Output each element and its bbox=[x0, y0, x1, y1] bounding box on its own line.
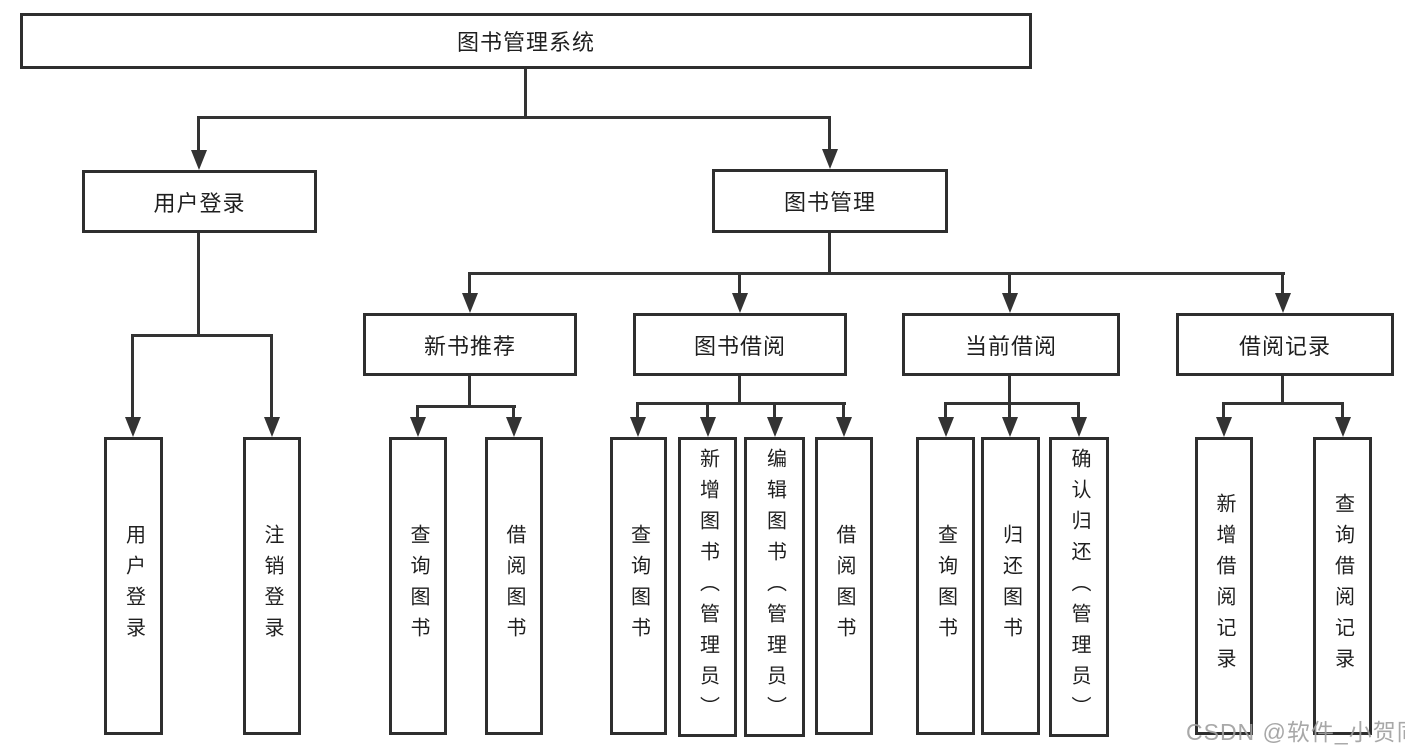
arrowhead-down-icon bbox=[264, 417, 280, 437]
connector-drop-current-borrow bbox=[1008, 272, 1011, 296]
arrowhead-down-icon bbox=[822, 149, 838, 169]
connector-drop-book-management bbox=[828, 116, 831, 151]
leaf-query-books-borrow-label: 查询图书 bbox=[627, 524, 650, 648]
connector-new-book-rail bbox=[416, 405, 516, 408]
leaf-query-books-current: 查询图书 bbox=[916, 437, 975, 735]
leaf-query-borrow-record: 查询借阅记录 bbox=[1313, 437, 1372, 735]
leaf-user-login-label: 用户登录 bbox=[122, 524, 145, 648]
connector-drop-leaf bbox=[1341, 402, 1344, 419]
node-user-login-label: 用户登录 bbox=[153, 190, 246, 216]
node-current-borrow-label: 当前借阅 bbox=[964, 333, 1057, 359]
arrowhead-down-icon bbox=[125, 417, 141, 437]
leaf-add-borrow-record-label: 新增借阅记录 bbox=[1213, 493, 1235, 679]
connector-user-login-stem bbox=[197, 233, 200, 337]
arrowhead-down-icon bbox=[1002, 293, 1018, 313]
arrowhead-down-icon bbox=[1275, 293, 1291, 313]
connector-level2-rail bbox=[468, 272, 1285, 275]
connector-drop-leaf bbox=[1077, 402, 1080, 419]
connector-user-login-rail bbox=[131, 334, 273, 337]
leaf-return-books: 归还图书 bbox=[981, 437, 1040, 735]
connector-borrow-record-rail bbox=[1222, 402, 1344, 405]
leaf-edit-books-admin: 编辑图书（管理员） bbox=[744, 437, 805, 737]
connector-drop-leaf bbox=[512, 405, 515, 419]
leaf-edit-books-admin-label: 编辑图书（管理员） bbox=[763, 447, 786, 727]
arrowhead-down-icon bbox=[767, 417, 783, 437]
connector-level1-rail bbox=[197, 116, 831, 119]
leaf-query-books-recommend-label: 查询图书 bbox=[407, 524, 429, 648]
leaf-confirm-return-admin: 确认归还（管理员） bbox=[1049, 437, 1109, 737]
leaf-query-books-current-label: 查询图书 bbox=[934, 524, 957, 648]
leaf-borrow-books-label: 借阅图书 bbox=[833, 524, 855, 648]
connector-new-book-stem bbox=[468, 376, 471, 408]
leaf-borrow-books-recommend-label: 借阅图书 bbox=[503, 524, 525, 648]
leaf-add-books-admin: 新增图书（管理员） bbox=[678, 437, 737, 737]
node-book-management: 图书管理 bbox=[712, 169, 948, 233]
arrowhead-down-icon bbox=[191, 150, 207, 170]
connector-book-management-stem bbox=[828, 233, 831, 275]
connector-drop-book-borrow bbox=[738, 272, 741, 296]
connector-drop-logout bbox=[270, 334, 273, 419]
node-borrow-record: 借阅记录 bbox=[1176, 313, 1394, 376]
leaf-logout: 注销登录 bbox=[243, 437, 301, 735]
node-new-book-recommend-label: 新书推荐 bbox=[423, 333, 516, 359]
connector-drop-leaf bbox=[706, 402, 709, 419]
connector-drop-leaf bbox=[1222, 402, 1225, 419]
connector-root-trunk bbox=[524, 69, 527, 118]
connector-drop-leaf bbox=[636, 402, 639, 419]
connector-drop-borrow-record bbox=[1281, 272, 1284, 296]
node-borrow-record-label: 借阅记录 bbox=[1238, 333, 1331, 359]
connector-drop-leaf bbox=[416, 405, 419, 419]
node-book-management-label: 图书管理 bbox=[783, 190, 876, 215]
node-book-borrow: 图书借阅 bbox=[633, 313, 847, 376]
leaf-borrow-books-recommend: 借阅图书 bbox=[485, 437, 543, 735]
arrowhead-down-icon bbox=[1002, 417, 1018, 437]
arrowhead-down-icon bbox=[836, 417, 852, 437]
leaf-borrow-books: 借阅图书 bbox=[815, 437, 873, 735]
connector-book-borrow-rail bbox=[636, 402, 846, 405]
connector-drop-leaf bbox=[842, 402, 845, 419]
leaf-add-books-admin-label: 新增图书（管理员） bbox=[696, 447, 719, 727]
arrowhead-down-icon bbox=[506, 417, 522, 437]
node-book-borrow-label: 图书借阅 bbox=[693, 333, 786, 359]
arrowhead-down-icon bbox=[732, 293, 748, 313]
arrowhead-down-icon bbox=[630, 417, 646, 437]
node-library-management-system-label: 图书管理系统 bbox=[456, 30, 595, 55]
node-library-management-system: 图书管理系统 bbox=[20, 13, 1032, 69]
node-new-book-recommend: 新书推荐 bbox=[363, 313, 577, 376]
leaf-add-borrow-record: 新增借阅记录 bbox=[1195, 437, 1253, 735]
connector-book-borrow-stem bbox=[738, 376, 741, 404]
arrowhead-down-icon bbox=[1216, 417, 1232, 437]
leaf-query-books-recommend: 查询图书 bbox=[389, 437, 447, 735]
connector-drop-leaf bbox=[1008, 402, 1011, 419]
arrowhead-down-icon bbox=[700, 417, 716, 437]
leaf-query-books-borrow: 查询图书 bbox=[610, 437, 667, 735]
leaf-user-login: 用户登录 bbox=[104, 437, 163, 735]
arrowhead-down-icon bbox=[410, 417, 426, 437]
connector-current-borrow-stem bbox=[1008, 376, 1011, 404]
connector-borrow-record-stem bbox=[1281, 376, 1284, 404]
arrowhead-down-icon bbox=[462, 293, 478, 313]
connector-drop-leaf bbox=[944, 402, 947, 419]
connector-drop-login bbox=[131, 334, 134, 419]
connector-current-borrow-rail bbox=[944, 402, 1080, 405]
connector-drop-leaf bbox=[773, 402, 776, 419]
leaf-confirm-return-admin-label: 确认归还（管理员） bbox=[1068, 447, 1090, 727]
connector-drop-user-login bbox=[197, 116, 200, 152]
leaf-logout-label: 注销登录 bbox=[261, 524, 283, 648]
arrowhead-down-icon bbox=[938, 417, 954, 437]
arrowhead-down-icon bbox=[1071, 417, 1087, 437]
watermark: CSDN @软件_小贺同学 bbox=[1186, 719, 1405, 745]
node-current-borrow: 当前借阅 bbox=[902, 313, 1120, 376]
arrowhead-down-icon bbox=[1335, 417, 1351, 437]
leaf-return-books-label: 归还图书 bbox=[999, 524, 1022, 648]
leaf-query-borrow-record-label: 查询借阅记录 bbox=[1331, 493, 1354, 679]
connector-drop-new-book bbox=[468, 272, 471, 296]
node-user-login: 用户登录 bbox=[82, 170, 317, 233]
